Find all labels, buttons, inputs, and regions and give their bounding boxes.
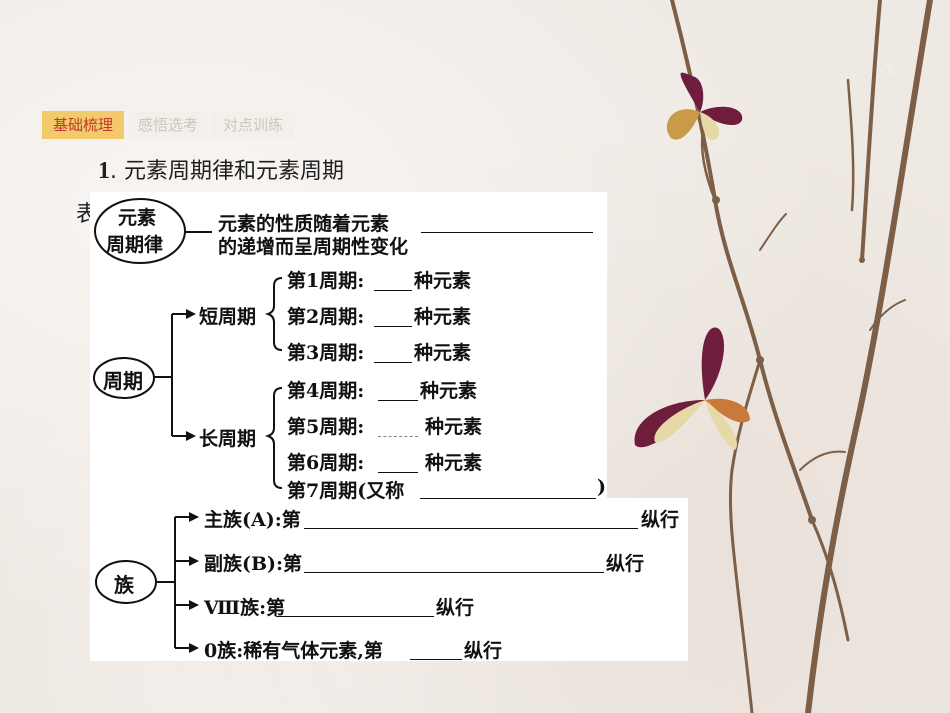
period-6-blank [378, 472, 418, 473]
short-period-label: 短周期 [199, 306, 257, 328]
period-7-blank [420, 498, 596, 499]
period-5-label: 第5周期: [287, 416, 365, 438]
period-2-suffix: 种元素 [414, 306, 472, 328]
law-text-line2: 的递增而呈周期性变化 [218, 236, 409, 258]
group-main-label: 主族(A):第 [204, 509, 301, 531]
period-3-suffix: 种元素 [414, 342, 472, 364]
diagram-panel-upper [90, 192, 607, 498]
group-main-blank [304, 528, 638, 529]
period-3-blank [374, 362, 412, 363]
period-5-suffix: 种元素 [425, 416, 483, 438]
period-1-blank [374, 290, 412, 291]
period-1-label: 第1周期: [287, 270, 365, 292]
group-zero-label: 0族:稀有气体元素,第 [204, 640, 383, 662]
group-zero-suffix: 纵行 [464, 640, 503, 662]
group-viii-suffix: 纵行 [436, 597, 475, 619]
group-label: 族 [114, 573, 134, 597]
period-5-blank [378, 436, 418, 437]
period-3-label: 第3周期: [287, 342, 365, 364]
section-heading: 1. 元素周期律和元素周期 [98, 153, 344, 185]
tab-exam-insight[interactable]: 感悟选考 [127, 111, 210, 139]
group-sub-suffix: 纵行 [606, 553, 645, 575]
period-4-blank [378, 400, 418, 401]
law-label-line2: 周期律 [106, 234, 164, 256]
law-text-line1: 元素的性质随着元素 [218, 213, 390, 235]
page-number: -3- [880, 62, 899, 79]
period-2-label: 第2周期: [287, 306, 365, 328]
period-6-suffix: 种元素 [425, 452, 483, 474]
period-6-label: 第6周期: [287, 452, 365, 474]
period-4-label: 第4周期: [287, 380, 365, 402]
group-sub-label: 副族(B):第 [204, 553, 303, 575]
tab-basic-review[interactable]: 基础梳理 [42, 111, 125, 139]
period-1-suffix: 种元素 [414, 270, 472, 292]
group-viii-label: Ⅷ族:第 [204, 597, 286, 619]
heading-text: . 元素周期律和元素周期 [110, 159, 344, 184]
long-period-label: 长周期 [199, 428, 257, 450]
period-2-blank [374, 326, 412, 327]
group-zero-blank [410, 659, 462, 660]
period-7-label: 第7周期(又称 [287, 480, 405, 502]
law-blank [421, 232, 593, 233]
tab-practice[interactable]: 对点训练 [212, 111, 295, 139]
period-4-suffix: 种元素 [420, 380, 478, 402]
diagram-panel-lower [90, 498, 688, 661]
period-7-suffix: ) [597, 476, 606, 498]
law-label-line1: 元素 [118, 207, 157, 229]
section-tabs: 基础梳理 感悟选考 对点训练 [42, 111, 295, 139]
group-sub-blank [304, 572, 604, 573]
group-viii-blank [276, 616, 434, 617]
heading-number: 1 [98, 158, 110, 184]
group-main-suffix: 纵行 [641, 509, 680, 531]
heading-clipped-char: 表 [76, 202, 93, 226]
period-label: 周期 [103, 369, 143, 393]
